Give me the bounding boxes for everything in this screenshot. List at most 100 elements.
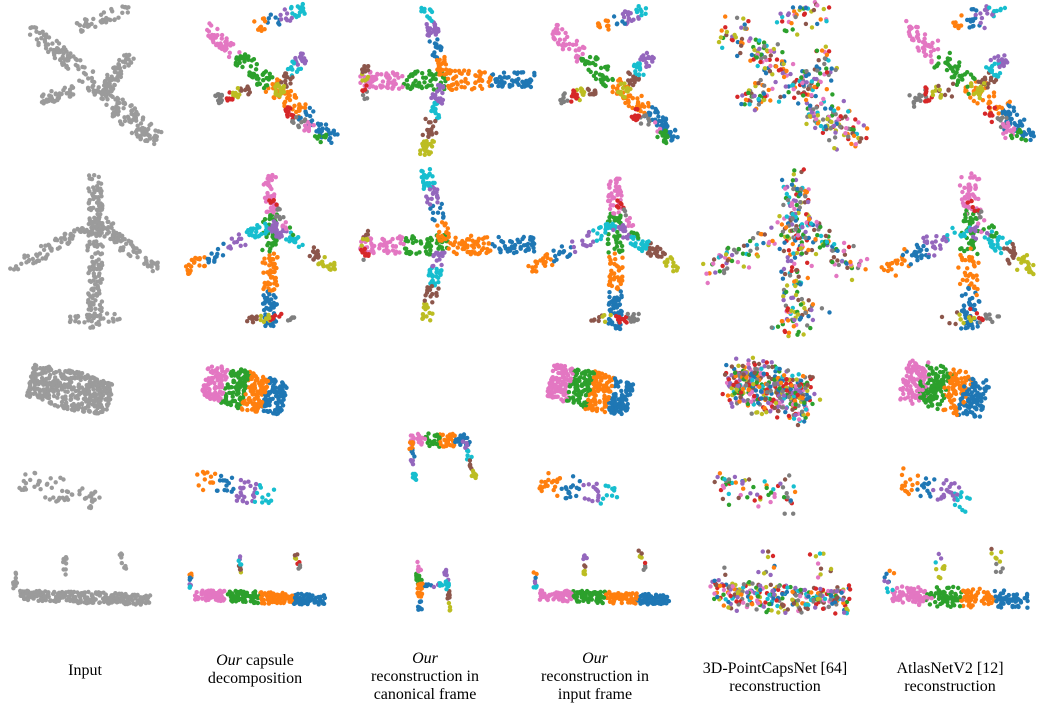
input-frame-point	[628, 72, 632, 76]
atlasnet-point	[992, 247, 996, 251]
capsule-point	[274, 303, 278, 307]
input-frame-point	[621, 86, 625, 90]
capsule-point	[294, 110, 298, 114]
pointcapsnet-point	[735, 16, 739, 20]
atlasnet-point	[982, 218, 986, 222]
input-frame-point	[632, 319, 636, 323]
pointcapsnet-point	[720, 28, 724, 32]
pointcapsnet-point	[769, 226, 773, 230]
input-frame-point	[619, 82, 623, 86]
pointcapsnet-point	[794, 293, 798, 297]
atlasnet-point	[966, 286, 970, 290]
pointcapsnet-point	[739, 44, 743, 48]
input-point	[39, 244, 43, 248]
canonical-point	[436, 29, 440, 33]
canonical-point	[364, 233, 368, 237]
canonical-point	[429, 19, 433, 23]
canonical-point	[414, 252, 418, 256]
input-frame-point	[585, 234, 589, 238]
atlasnet-point	[989, 234, 993, 238]
pointcapsnet-point	[807, 298, 811, 302]
atlasnet-point	[958, 247, 962, 251]
input-frame-point	[599, 66, 603, 70]
input-point	[77, 79, 81, 83]
atlasnet-point	[975, 177, 979, 181]
canonical-point	[366, 68, 370, 72]
input-point	[44, 377, 48, 381]
atlasnet-point	[1004, 116, 1008, 120]
atlasnet-point	[979, 21, 983, 25]
canonical-point	[428, 120, 432, 124]
input-point	[97, 495, 101, 499]
input-frame-point	[533, 269, 537, 273]
canonical-point	[379, 72, 383, 76]
pointcapsnet-point	[701, 262, 705, 266]
input-point	[28, 26, 32, 30]
canonical-point	[485, 235, 489, 239]
input-frame-point	[526, 264, 530, 268]
input-point	[86, 318, 90, 322]
pointcapsnet-point	[804, 6, 808, 10]
capsule-point	[274, 175, 278, 179]
pointcapsnet-point	[775, 57, 779, 61]
pointcapsnet-point	[825, 117, 829, 121]
pointcapsnet-point	[833, 130, 837, 134]
input-point	[103, 389, 107, 393]
capsule-point	[285, 75, 289, 79]
canonical-point	[445, 231, 449, 235]
pointcapsnet-point	[732, 248, 736, 252]
canonical-point	[459, 79, 463, 83]
atlasnet-point	[963, 292, 967, 296]
input-point	[117, 317, 121, 321]
atlasnet-point	[912, 105, 916, 109]
canonical-point	[465, 245, 469, 249]
input-frame-point	[593, 63, 597, 67]
input-point	[59, 240, 63, 244]
capsule-point	[269, 297, 273, 301]
pointcapsnet-point	[819, 17, 823, 21]
atlasnet-point	[919, 248, 923, 252]
input-point	[45, 483, 49, 487]
input-frame-point	[632, 64, 636, 68]
capsule-point	[249, 64, 253, 68]
input-point	[23, 472, 27, 476]
canonical-point	[510, 83, 514, 87]
atlasnet-point	[1024, 138, 1028, 142]
atlasnet-point	[928, 54, 932, 58]
atlasnet-point	[974, 13, 978, 17]
input-frame-point	[558, 38, 562, 42]
capsule-point	[255, 83, 259, 87]
input-frame-point	[584, 59, 588, 63]
capsule-point	[290, 75, 294, 79]
input-point	[94, 234, 98, 238]
input-frame-point	[560, 27, 564, 31]
capsule-point	[269, 241, 273, 245]
canonical-point	[439, 72, 443, 76]
input-point	[84, 72, 88, 76]
input-point	[103, 80, 107, 84]
input-frame-point	[623, 101, 627, 105]
input-point	[43, 244, 47, 248]
canonical-point	[519, 245, 523, 249]
input-point	[19, 488, 23, 492]
atlasnet-point	[982, 81, 986, 85]
canonical-point	[477, 237, 481, 241]
pointcapsnet-point	[774, 64, 778, 68]
canonical-point	[447, 246, 451, 250]
panel-r0-canonical	[358, 6, 536, 157]
atlasnet-point	[974, 185, 978, 189]
canonical-point	[430, 144, 434, 148]
pointcapsnet-point	[719, 254, 723, 258]
input-point	[117, 101, 121, 105]
capsule-point	[243, 243, 247, 247]
input-point	[96, 411, 100, 415]
input-point	[124, 242, 128, 246]
input-frame-point	[595, 239, 599, 243]
atlasnet-point	[909, 262, 913, 266]
pointcapsnet-point	[784, 225, 788, 229]
input-point	[105, 404, 109, 408]
atlasnet-point	[968, 95, 972, 99]
capsule-point	[303, 123, 307, 127]
canonical-point	[443, 221, 447, 225]
capsule-point	[227, 391, 231, 395]
